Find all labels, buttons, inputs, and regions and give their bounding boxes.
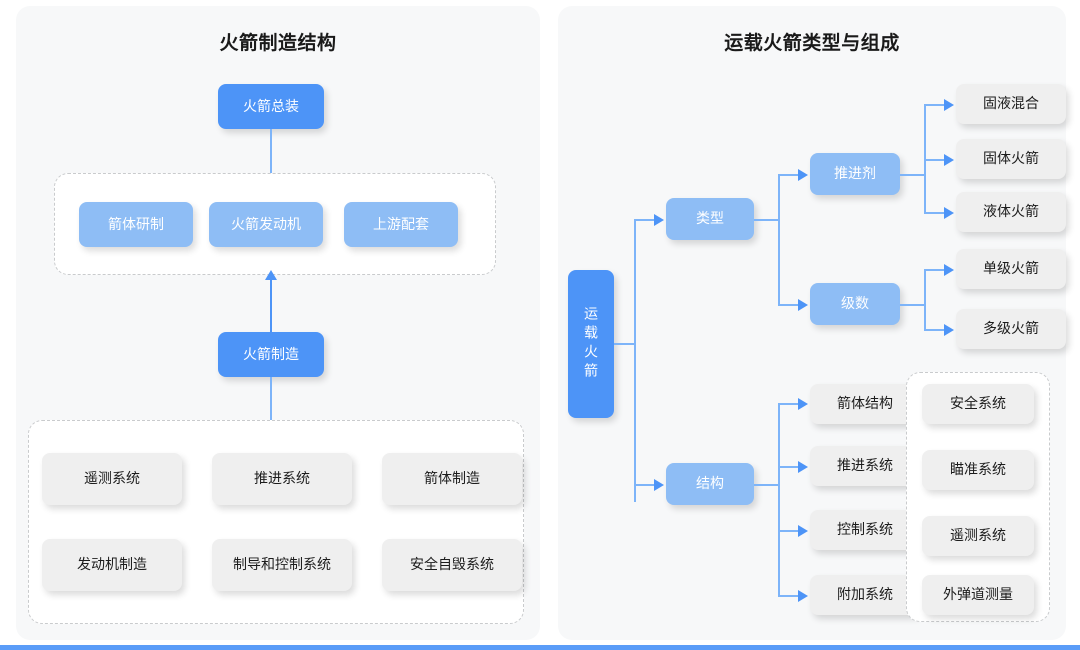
connector-structure-to-control <box>778 530 800 532</box>
connector-structure-stem <box>754 484 780 486</box>
node-rocket-final-assembly[interactable]: 火箭总装 <box>218 84 324 129</box>
node-control-system[interactable]: 控制系统 <box>810 510 920 550</box>
node-launch-vehicle-root[interactable]: 运载火箭 <box>568 270 614 418</box>
arrowhead-right-icon <box>944 99 954 111</box>
arrowhead-up-icon <box>265 270 277 280</box>
node-propulsion-system[interactable]: 推进系统 <box>212 453 352 505</box>
page-title-right: 运载火箭类型与组成 <box>724 33 900 54</box>
connector-root-stem <box>614 343 636 345</box>
node-telemetry-system-right[interactable]: 遥测系统 <box>922 516 1034 556</box>
connector-assembly-to-midgroup <box>270 129 272 177</box>
connector-structure-to-body <box>778 403 800 405</box>
node-multi-stage-rocket[interactable]: 多级火箭 <box>956 309 1066 349</box>
node-auxiliary-system[interactable]: 附加系统 <box>810 575 920 615</box>
connector-propellant-to-hybrid <box>924 104 946 106</box>
connector-type-to-propellant <box>778 174 800 176</box>
node-solid-rocket[interactable]: 固体火箭 <box>956 139 1066 179</box>
arrowhead-right-icon <box>798 525 808 537</box>
group-manufacturing-systems <box>28 420 524 624</box>
connector-stages-to-single <box>924 269 946 271</box>
footer-accent-bar <box>0 645 1080 650</box>
arrowhead-right-icon <box>798 461 808 473</box>
connector-structure-spine <box>778 403 780 595</box>
connector-structure-to-auxiliary <box>778 595 800 597</box>
connector-stages-to-multi <box>924 329 946 331</box>
connector-root-to-type <box>634 219 656 221</box>
node-safety-system[interactable]: 安全系统 <box>922 384 1034 424</box>
node-propellant[interactable]: 推进剂 <box>810 153 900 195</box>
connector-type-spine <box>778 174 780 306</box>
connector-propellant-to-liquid <box>924 212 946 214</box>
node-stage-count[interactable]: 级数 <box>810 283 900 325</box>
node-single-stage-rocket[interactable]: 单级火箭 <box>956 249 1066 289</box>
node-aiming-system[interactable]: 瞄准系统 <box>922 450 1034 490</box>
panel-rocket-manufacturing-structure: 火箭制造结构 火箭总装 箭体研制 火箭发动机 上游配套 火箭制造 遥测系统 推进… <box>16 6 540 640</box>
connector-type-to-stages <box>778 304 800 306</box>
arrowhead-right-icon <box>654 479 664 491</box>
connector-root-to-structure <box>634 484 656 486</box>
connector-manufacturing-to-midgroup <box>270 279 272 333</box>
node-safety-destruct-system[interactable]: 安全自毁系统 <box>382 539 522 591</box>
node-guidance-control-system[interactable]: 制导和控制系统 <box>212 539 352 591</box>
node-rocket-body-structure[interactable]: 箭体结构 <box>810 384 920 424</box>
arrowhead-right-icon <box>944 264 954 276</box>
arrowhead-right-icon <box>944 207 954 219</box>
arrowhead-right-icon <box>944 324 954 336</box>
node-external-trajectory-measurement[interactable]: 外弹道测量 <box>922 575 1034 615</box>
node-liquid-rocket[interactable]: 液体火箭 <box>956 192 1066 232</box>
arrowhead-right-icon <box>798 398 808 410</box>
arrowhead-right-icon <box>944 154 954 166</box>
connector-type-stem <box>754 219 780 221</box>
node-structure[interactable]: 结构 <box>666 463 754 505</box>
panel-launch-vehicle-types-composition: 运载火箭类型与组成 运载火箭 类型 推进剂 固液混合 固体火箭 液体火箭 <box>558 6 1066 640</box>
node-rocket-body-manufacturing[interactable]: 箭体制造 <box>382 453 522 505</box>
node-rocket-body-development[interactable]: 箭体研制 <box>79 202 193 247</box>
connector-structure-to-propulsion <box>778 466 800 468</box>
node-telemetry-system[interactable]: 遥测系统 <box>42 453 182 505</box>
arrowhead-right-icon <box>798 299 808 311</box>
node-hybrid-propellant[interactable]: 固液混合 <box>956 84 1066 124</box>
connector-propellant-to-solid <box>924 159 946 161</box>
connector-stages-stem <box>900 304 926 306</box>
connector-manufacturing-to-bottomgroup <box>270 377 272 422</box>
node-propulsion-system-right[interactable]: 推进系统 <box>810 446 920 486</box>
connector-propellant-stem <box>900 174 926 176</box>
arrowhead-right-icon <box>798 590 808 602</box>
node-type[interactable]: 类型 <box>666 198 754 240</box>
page-title-left: 火箭制造结构 <box>219 33 337 54</box>
connector-stages-spine <box>924 269 926 331</box>
arrowhead-right-icon <box>798 169 808 181</box>
node-engine-manufacturing[interactable]: 发动机制造 <box>42 539 182 591</box>
connector-root-spine <box>634 219 636 502</box>
node-rocket-engine[interactable]: 火箭发动机 <box>209 202 323 247</box>
arrowhead-right-icon <box>654 214 664 226</box>
node-rocket-manufacturing[interactable]: 火箭制造 <box>218 332 324 377</box>
node-upstream-supporting[interactable]: 上游配套 <box>344 202 458 247</box>
